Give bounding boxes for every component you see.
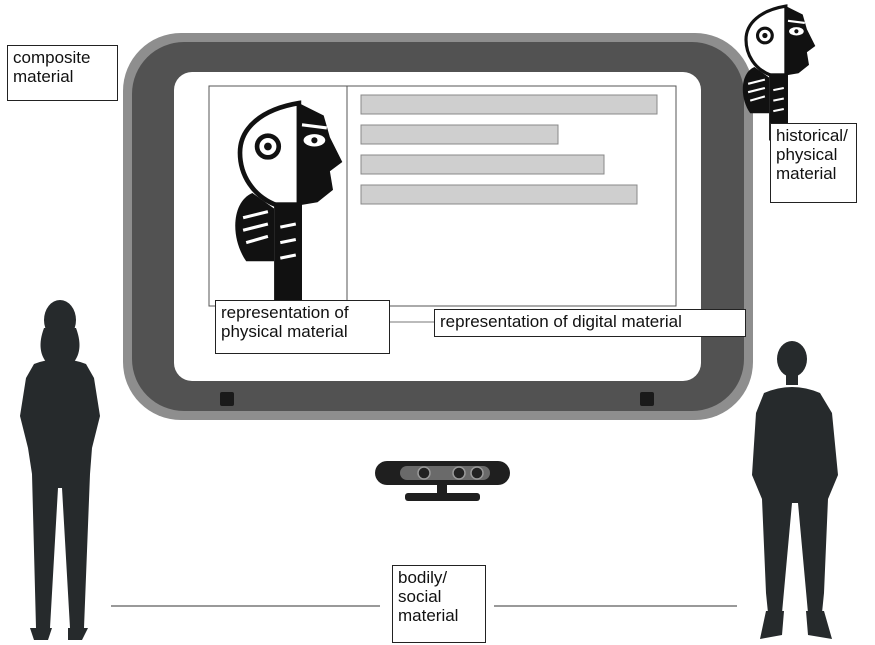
person-silhouette-icon xyxy=(752,341,838,639)
label-line: social xyxy=(398,587,480,606)
label-line: representation of digital material xyxy=(440,312,740,331)
label-line: representation of xyxy=(221,303,384,322)
picasso-face-icon xyxy=(743,6,816,140)
depth-sensor-icon xyxy=(375,461,510,501)
label-line: bodily/ xyxy=(398,568,480,587)
label-physical-representation: representation of physical material xyxy=(215,300,390,354)
frame-button-left xyxy=(220,392,234,406)
text-bar xyxy=(361,155,604,174)
label-historical-material: historical/ physical material xyxy=(770,123,857,203)
label-composite-material: composite material xyxy=(7,45,118,101)
label-line: physical xyxy=(776,145,851,164)
label-digital-representation: representation of digital material xyxy=(434,309,746,337)
label-line: historical/ xyxy=(776,126,851,145)
label-line: composite xyxy=(13,48,112,67)
label-bodily-material: bodily/ social material xyxy=(392,565,486,643)
label-line: material xyxy=(776,164,851,183)
person-silhouette-icon xyxy=(20,300,100,640)
text-bar xyxy=(361,185,637,204)
text-bar xyxy=(361,125,558,144)
frame-button-right xyxy=(640,392,654,406)
text-bar xyxy=(361,95,657,114)
label-line: material xyxy=(398,606,480,625)
label-line: material xyxy=(13,67,112,86)
label-line: physical material xyxy=(221,322,384,341)
